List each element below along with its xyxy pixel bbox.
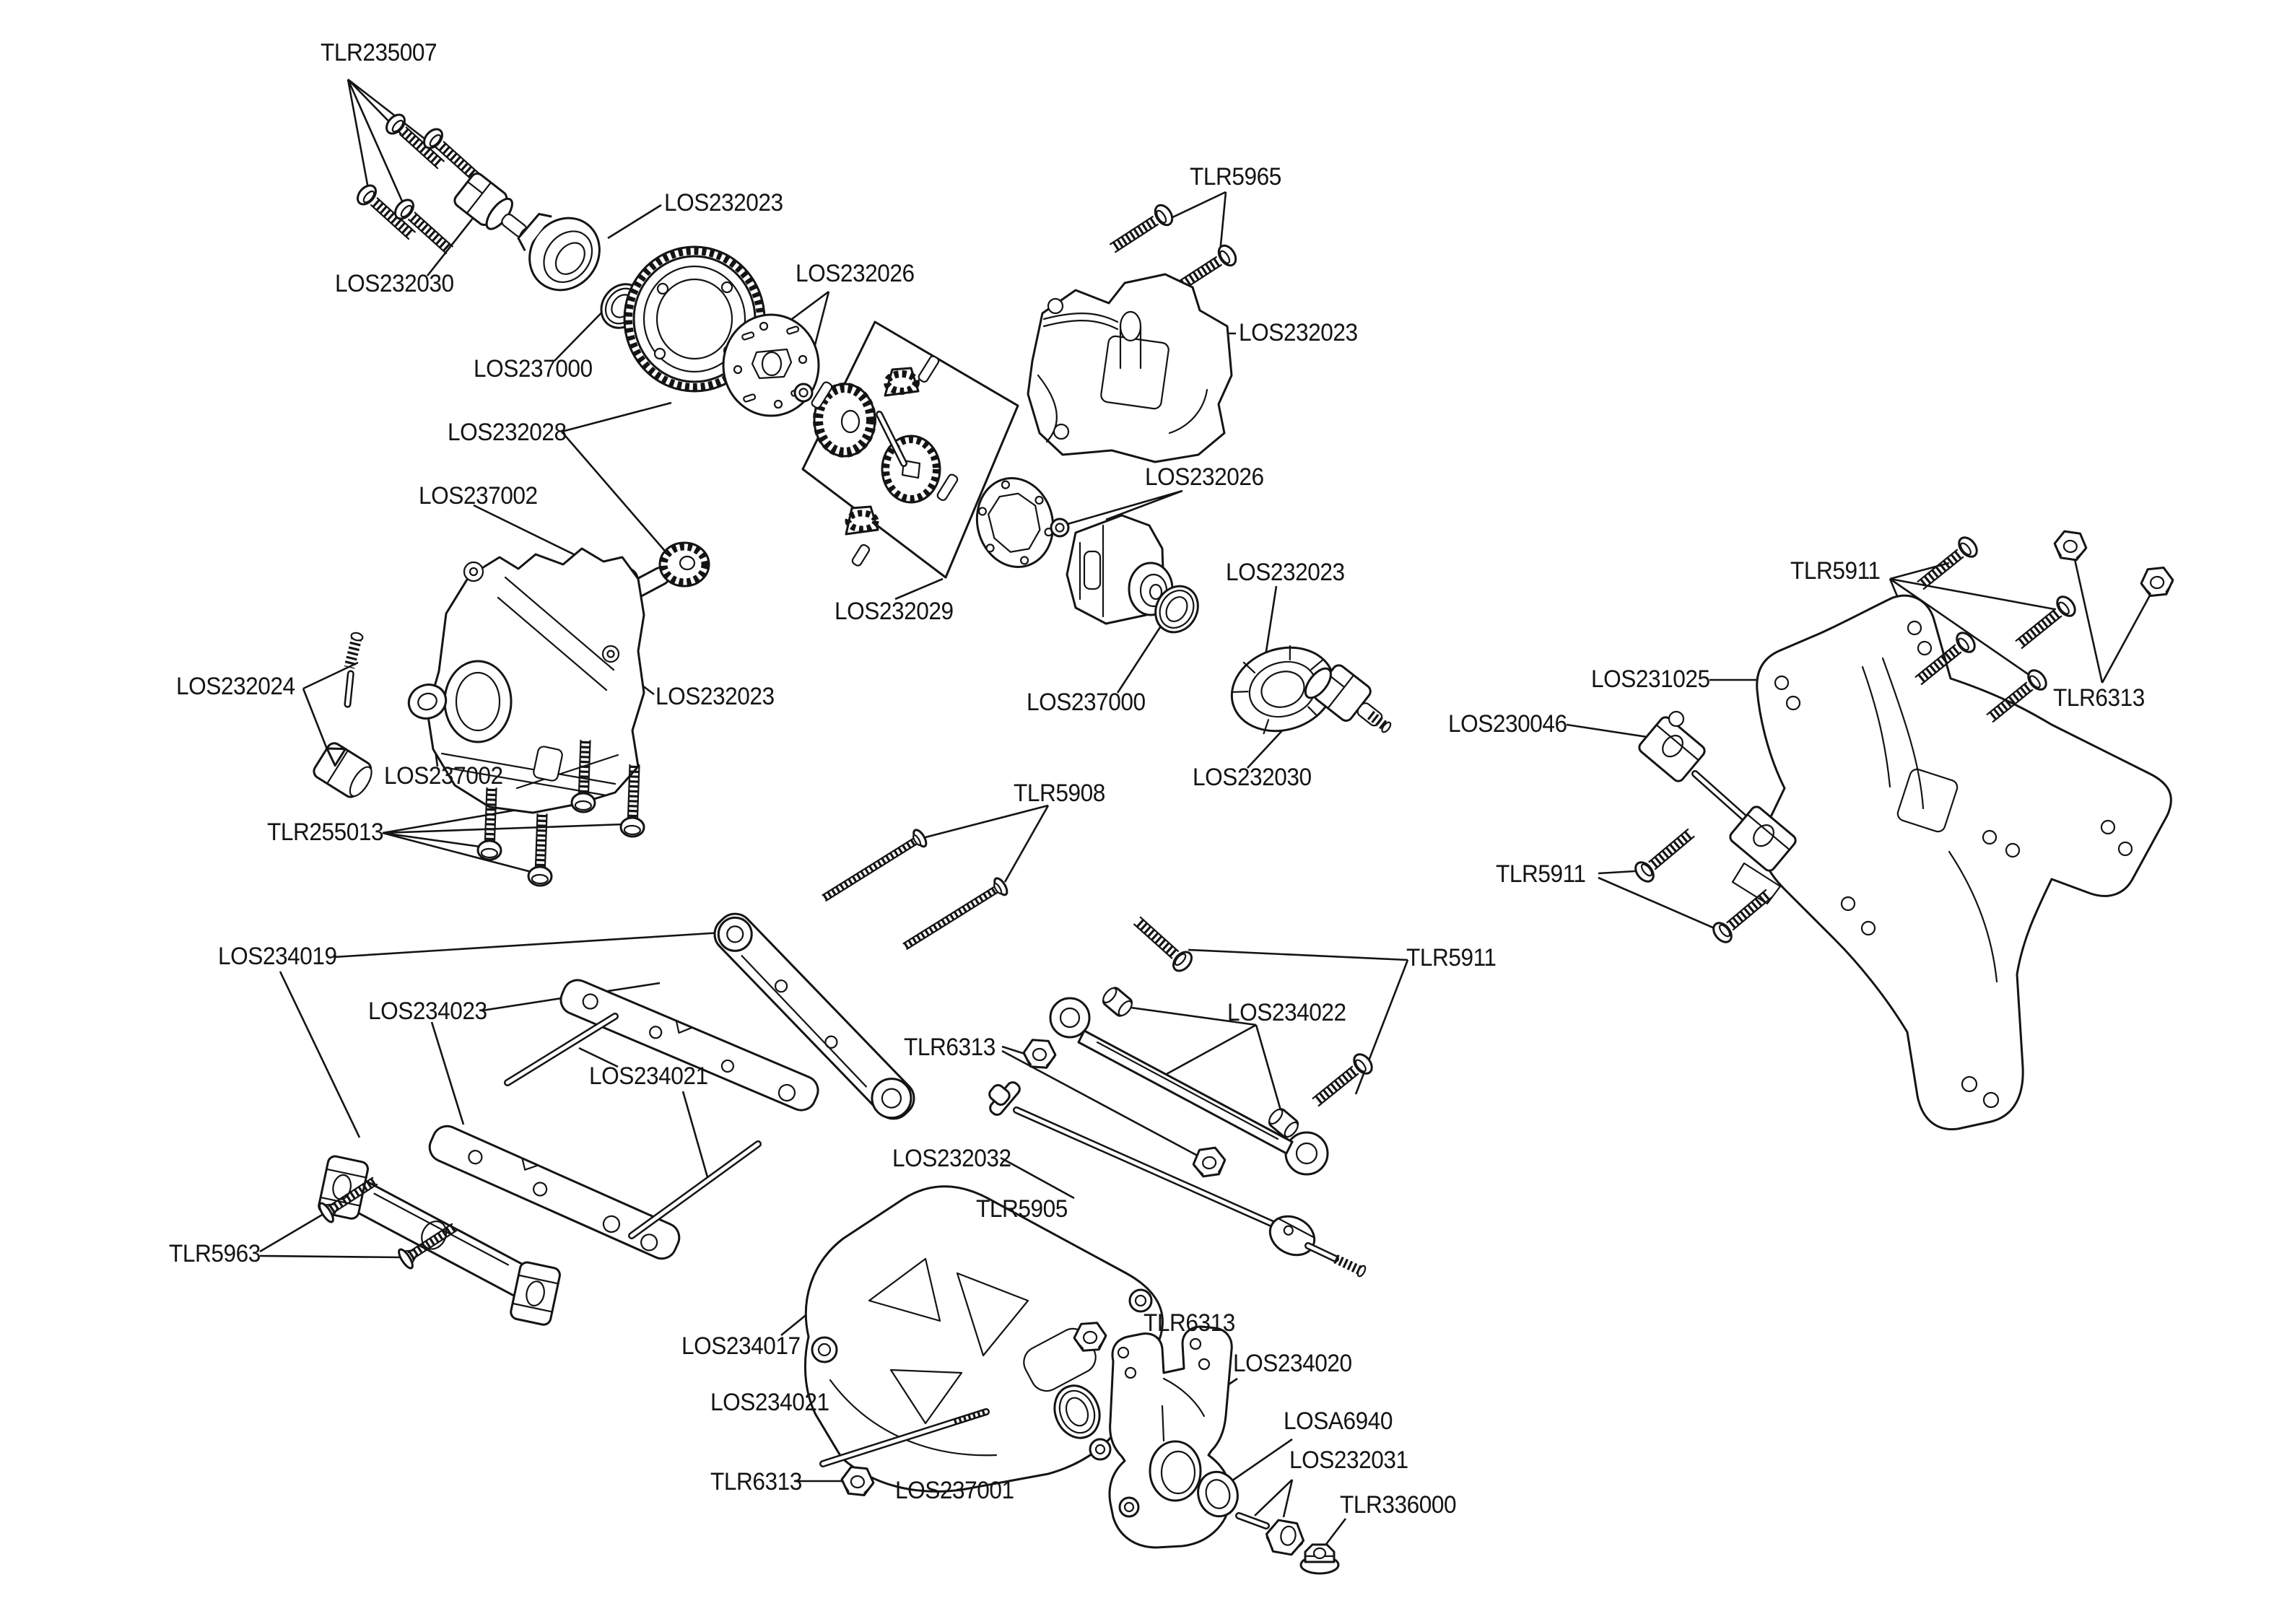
- bearing-los237002-b: [407, 684, 448, 720]
- label-tlr235007: TLR235007: [321, 39, 437, 66]
- hinge-pins-tlr5908: [819, 828, 1009, 954]
- pivot-brace-los234019-bottom: [318, 1155, 561, 1326]
- nuts-tlr6313-right: [2052, 529, 2176, 598]
- flange-nut-tlr336000: [1299, 1543, 1340, 1575]
- label-los237000-b: LOS237000: [1027, 689, 1146, 716]
- o-ring-los232026-a: [793, 383, 814, 403]
- label-tlr6313-c: TLR6313: [710, 1468, 802, 1496]
- pin-and-hex-los232031: [1235, 1512, 1305, 1556]
- label-los234019: LOS234019: [218, 943, 337, 970]
- label-tlr5911-b: TLR5911: [1496, 860, 1586, 888]
- label-los232023-d: LOS232023: [655, 683, 775, 710]
- driveshaft-los232032: [988, 1081, 1367, 1278]
- label-los234017: LOS234017: [681, 1332, 801, 1360]
- gearbox-case-los232023-b: [1027, 273, 1233, 463]
- label-los237001: LOS237001: [895, 1477, 1014, 1504]
- label-los237002-a: LOS237002: [419, 482, 538, 510]
- label-los232030-a: LOS232030: [335, 270, 454, 297]
- hinge-pins-los234021-upper: [504, 1013, 762, 1239]
- label-tlr6313-d: TLR6313: [1143, 1309, 1235, 1337]
- label-los231025: LOS231025: [1591, 665, 1710, 693]
- label-los232026-b: LOS232026: [1145, 463, 1264, 491]
- label-los234022: LOS234022: [1227, 999, 1346, 1026]
- diff-housing-los232023-a: [517, 212, 601, 292]
- label-los230046: LOS230046: [1448, 710, 1567, 738]
- pivot-plate-los234019-top: [713, 912, 915, 1120]
- drive-cup-los232024: [313, 742, 373, 798]
- label-los237000-a: LOS237000: [474, 355, 593, 383]
- set-screw-los232024: [344, 632, 364, 708]
- bearing-losa6940: [1197, 1470, 1239, 1518]
- label-los234021-a: LOS234021: [589, 1062, 708, 1090]
- label-los232026-a: LOS232026: [796, 260, 915, 287]
- label-tlr5911-a: TLR5911: [1790, 557, 1881, 585]
- label-tlr5905: TLR5905: [976, 1195, 1068, 1223]
- label-los232023-c: LOS232023: [1226, 559, 1345, 586]
- label-tlr5963: TLR5963: [169, 1240, 261, 1267]
- camber-link-los234022: [1049, 987, 1329, 1176]
- body-mount-los230046: [1638, 710, 1797, 905]
- label-los234020: LOS234020: [1233, 1350, 1352, 1377]
- hinge-pin-los234021-lower: [819, 1408, 990, 1467]
- label-los232031: LOS232031: [1289, 1446, 1408, 1474]
- label-tlr5965: TLR5965: [1190, 163, 1281, 191]
- seal-los237000-b: [1154, 585, 1199, 634]
- label-los232029: LOS232029: [835, 598, 954, 625]
- drive-cup-los232030-b: [1304, 664, 1392, 733]
- label-los232023-a: LOS232023: [664, 189, 783, 217]
- diff-internals-los232029: [801, 320, 1019, 579]
- label-tlr6313-b: TLR6313: [904, 1034, 996, 1061]
- label-los232028: LOS232028: [448, 419, 567, 446]
- label-los232030-b: LOS232030: [1193, 764, 1312, 791]
- label-tlr5911-c: TLR5911: [1406, 944, 1497, 972]
- ring-gear-los232028: [623, 245, 766, 393]
- label-los234023: LOS234023: [368, 997, 487, 1025]
- label-los232023-b: LOS232023: [1239, 319, 1358, 346]
- label-tlr255013: TLR255013: [267, 818, 384, 846]
- arm-plate-los234023-b: [428, 1125, 681, 1260]
- label-losa6940: LOSA6940: [1284, 1407, 1393, 1435]
- label-los234021-b: LOS234021: [710, 1389, 829, 1416]
- arm-plate-los234023-a: [559, 979, 819, 1112]
- shock-tower-los231025: [1756, 594, 2172, 1131]
- label-tlr6313-a: TLR6313: [2053, 684, 2145, 712]
- label-los232024: LOS232024: [176, 673, 295, 700]
- label-los232032: LOS232032: [892, 1145, 1011, 1172]
- label-los237002-b: LOS237002: [384, 762, 503, 790]
- o-ring-los232026-b: [1050, 518, 1070, 538]
- suspension-arm-los234017: [803, 1185, 1164, 1493]
- label-tlr5908: TLR5908: [1014, 780, 1105, 807]
- label-tlr336000: TLR336000: [1340, 1491, 1457, 1519]
- gasket-los232026-target: [975, 477, 1055, 568]
- seal-los237001: [1053, 1384, 1101, 1439]
